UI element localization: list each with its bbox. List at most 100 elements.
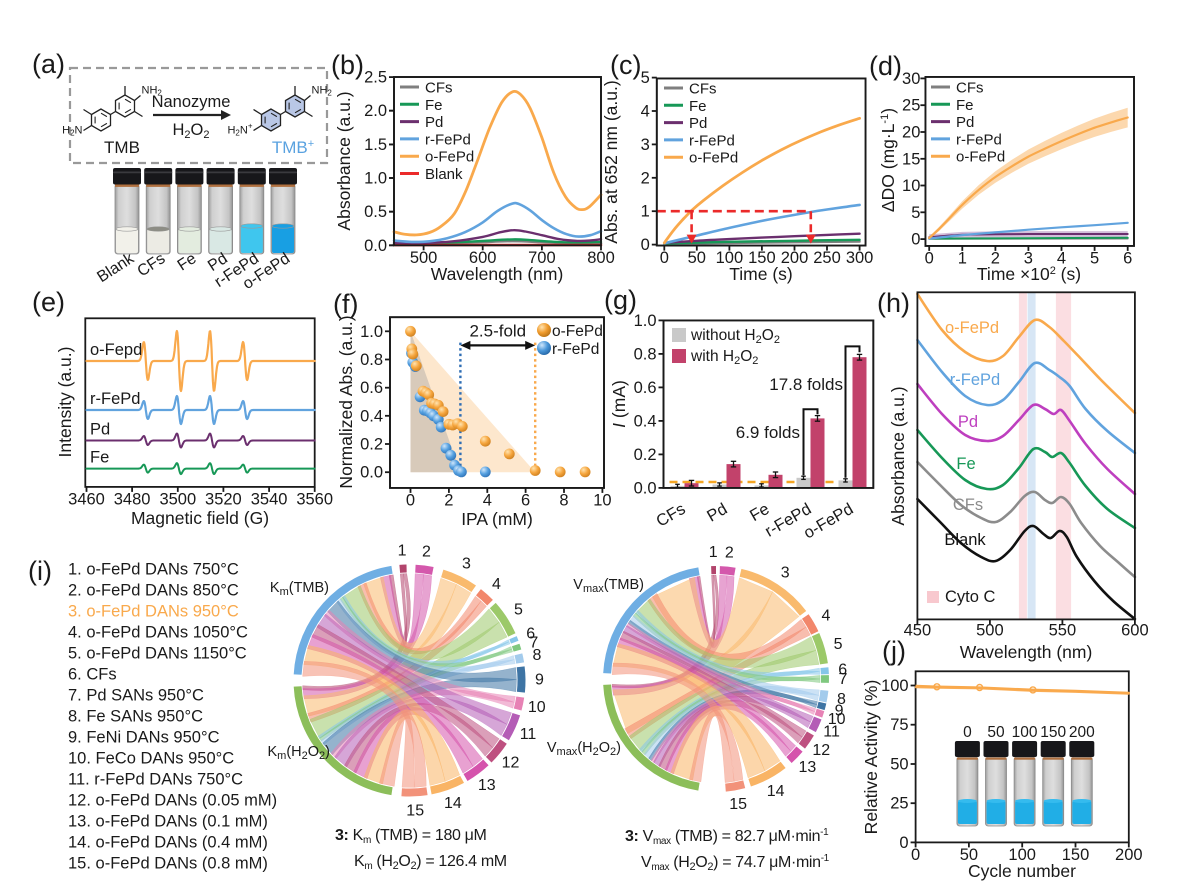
svg-text:9: 9 — [835, 702, 844, 719]
svg-text:2.0: 2.0 — [364, 102, 387, 120]
svg-text:o-FePd: o-FePd — [956, 149, 1005, 166]
svg-text:I (mA): I (mA) — [609, 380, 629, 428]
svg-text:75: 75 — [890, 716, 908, 734]
svg-text:o-FePd: o-FePd — [552, 323, 603, 340]
svg-text:8. Fe SANs 950°C: 8. Fe SANs 950°C — [68, 708, 203, 726]
svg-text:Fe: Fe — [956, 455, 975, 473]
svg-text:9: 9 — [535, 671, 544, 688]
svg-text:0.6: 0.6 — [360, 379, 383, 397]
svg-text:0.2: 0.2 — [634, 446, 657, 464]
svg-text:(d): (d) — [869, 51, 902, 81]
svg-text:6.9 folds: 6.9 folds — [736, 423, 800, 442]
svg-text:(i): (i) — [28, 556, 52, 586]
svg-text:2. o-FePd DANs 850°C: 2. o-FePd DANs 850°C — [68, 582, 239, 600]
svg-text:Magnetic field (G): Magnetic field (G) — [131, 508, 269, 528]
svg-text:0.8: 0.8 — [634, 345, 657, 363]
svg-text:3500: 3500 — [159, 490, 196, 508]
svg-text:3540: 3540 — [251, 490, 288, 508]
svg-text:Time ×102​ (s): Time ×102​ (s) — [977, 264, 1081, 284]
svg-text:150: 150 — [1062, 846, 1090, 864]
svg-text:0: 0 — [911, 231, 920, 249]
svg-text:H2​O2​: H2​O2​ — [172, 121, 209, 141]
svg-text:Fe: Fe — [90, 449, 109, 467]
svg-text:3460: 3460 — [68, 490, 105, 508]
svg-text:200: 200 — [1069, 724, 1095, 741]
svg-text:3: 3 — [781, 565, 790, 582]
svg-text:1.5: 1.5 — [364, 136, 387, 154]
svg-text:50: 50 — [890, 756, 908, 774]
svg-text:0.4: 0.4 — [360, 407, 383, 425]
svg-text:Pd: Pd — [90, 421, 110, 439]
svg-text:CFs: CFs — [425, 80, 453, 97]
svg-text:25: 25 — [902, 97, 920, 115]
svg-text:100: 100 — [716, 249, 744, 267]
svg-text:Pd: Pd — [689, 115, 707, 132]
svg-text:Wavelength (nm): Wavelength (nm) — [431, 264, 564, 284]
svg-text:0: 0 — [641, 236, 650, 254]
svg-text:3: 3 — [641, 136, 650, 154]
svg-text:0.0: 0.0 — [360, 464, 383, 482]
svg-text:11: 11 — [520, 726, 537, 743]
svg-text:14. o-FePd DANs (0.4 mM): 14. o-FePd DANs (0.4 mM) — [68, 834, 268, 852]
svg-text:r-FePd: r-FePd — [956, 131, 1002, 148]
svg-text:o-FePd: o-FePd — [945, 319, 999, 337]
svg-text:0.0: 0.0 — [634, 479, 657, 497]
svg-text:Normalized Abs. (a.u.): Normalized Abs. (a.u.) — [336, 315, 356, 488]
svg-text:17.8 folds: 17.8 folds — [769, 375, 843, 394]
svg-text:3: Km​ (TMB) = 180 μM: 3: Km​ (TMB) = 180 μM — [335, 827, 487, 846]
svg-text:0: 0 — [660, 249, 669, 267]
svg-text:0: 0 — [899, 834, 908, 852]
svg-text:13: 13 — [799, 759, 817, 776]
svg-text:0.0: 0.0 — [364, 237, 387, 255]
svg-text:(e): (e) — [32, 287, 65, 317]
svg-text:25: 25 — [890, 795, 908, 813]
svg-text:50: 50 — [987, 724, 1005, 741]
svg-text:300: 300 — [846, 249, 874, 267]
svg-text:3. o-FePd DANs 950°C: 3. o-FePd DANs 950°C — [68, 603, 239, 621]
svg-text:100: 100 — [881, 677, 909, 695]
svg-text:20: 20 — [902, 124, 920, 142]
svg-text:50: 50 — [960, 846, 978, 864]
svg-text:3520: 3520 — [205, 490, 242, 508]
svg-text:5: 5 — [834, 636, 843, 653]
svg-text:2.5: 2.5 — [364, 69, 387, 87]
svg-text:o-Fepd: o-Fepd — [90, 341, 142, 359]
svg-text:r-FePd: r-FePd — [90, 390, 140, 408]
svg-text:NH2​: NH2​ — [312, 85, 333, 98]
svg-text:200: 200 — [1115, 846, 1143, 864]
svg-text:5: 5 — [1090, 249, 1099, 267]
svg-text:30: 30 — [902, 70, 920, 88]
svg-text:500: 500 — [976, 621, 1004, 639]
svg-text:14: 14 — [444, 795, 462, 812]
svg-text:1: 1 — [641, 203, 650, 221]
svg-text:Relative Activity (%): Relative Activity (%) — [861, 680, 881, 835]
svg-text:3480: 3480 — [114, 490, 151, 508]
svg-text:11. r-FePd DANs 750°C: 11. r-FePd DANs 750°C — [68, 771, 243, 789]
svg-text:4: 4 — [483, 491, 492, 509]
svg-text:13: 13 — [478, 777, 496, 794]
svg-text:Pd: Pd — [425, 114, 443, 131]
svg-text:o-FePd: o-FePd — [689, 150, 738, 167]
svg-text:0.8: 0.8 — [360, 351, 383, 369]
svg-text:with H2​O2​: with H2​O2​ — [690, 348, 758, 367]
svg-text:6. CFs: 6. CFs — [68, 666, 117, 684]
svg-text:10: 10 — [528, 699, 546, 716]
svg-text:600: 600 — [1121, 621, 1149, 639]
svg-text:150: 150 — [748, 249, 776, 267]
svg-text:200: 200 — [781, 249, 809, 267]
svg-text:0.5: 0.5 — [364, 203, 387, 221]
svg-text:0: 0 — [925, 249, 934, 267]
svg-text:5: 5 — [514, 602, 523, 619]
svg-text:10: 10 — [902, 177, 920, 195]
svg-text:11: 11 — [823, 724, 840, 741]
svg-text:1.0: 1.0 — [360, 323, 383, 341]
svg-text:TMB+​: TMB+​ — [272, 138, 314, 157]
svg-text:15. o-FePd DANs (0.8 mM): 15. o-FePd DANs (0.8 mM) — [68, 855, 268, 873]
svg-text:o-FePd: o-FePd — [425, 149, 474, 166]
svg-text:100: 100 — [1008, 846, 1036, 864]
svg-text:12. o-FePd DANs (0.05 mM): 12. o-FePd DANs (0.05 mM) — [68, 792, 277, 810]
svg-text:12: 12 — [812, 742, 830, 759]
svg-text:NH2​: NH2​ — [142, 85, 163, 98]
svg-text:Wavelength (nm): Wavelength (nm) — [960, 642, 1093, 662]
svg-text:6: 6 — [521, 491, 530, 509]
